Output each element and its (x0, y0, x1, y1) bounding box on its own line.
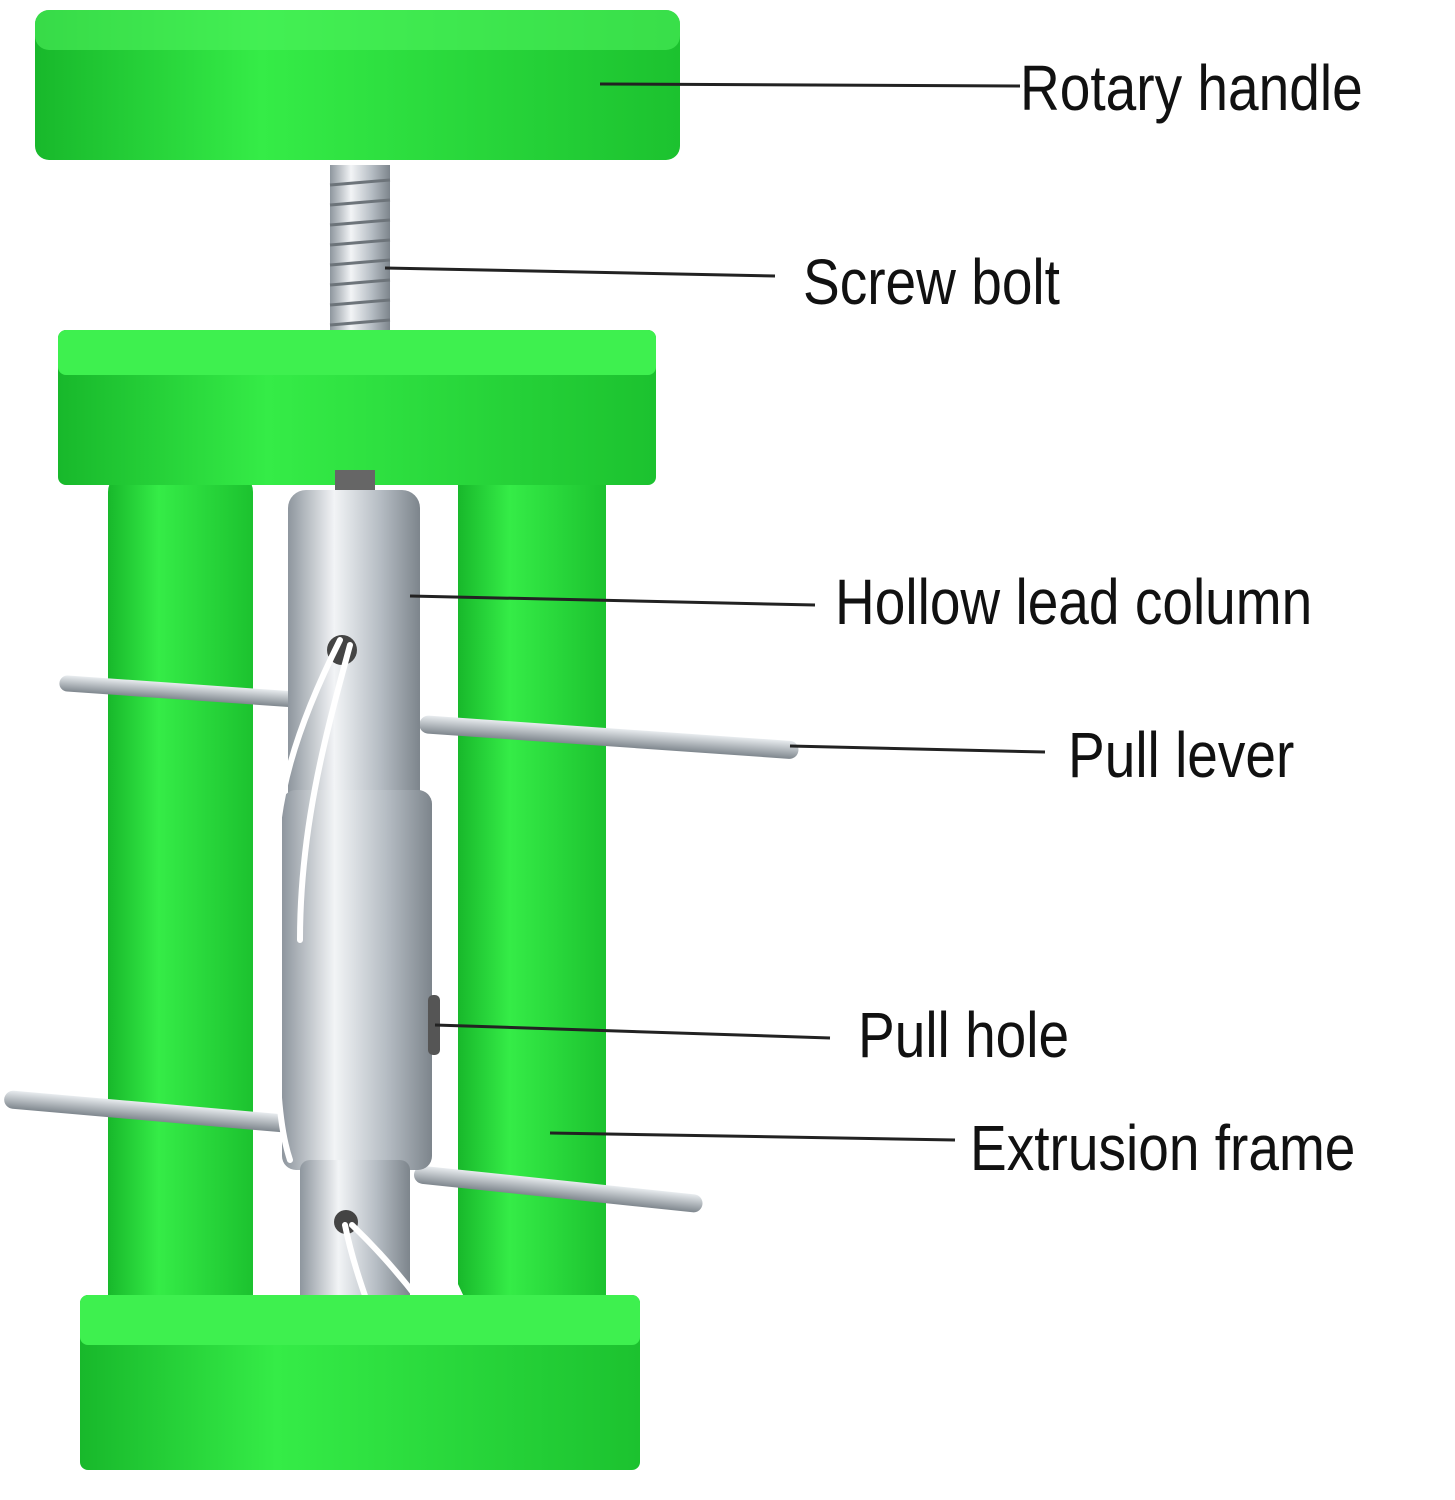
rotary-handle (35, 10, 680, 160)
frame-left-column (108, 470, 253, 1360)
label-pull-hole: Pull hole (858, 999, 1070, 1071)
pull-levers (4, 675, 799, 1213)
label-screw-bolt: Screw bolt (803, 246, 1060, 318)
label-hollow-lead-column: Hollow lead column (835, 566, 1313, 638)
label-rotary-handle: Rotary handle (1020, 52, 1363, 124)
frame-right-column (458, 462, 606, 1360)
frame-top-bar (58, 330, 656, 485)
label-pull-lever: Pull lever (1068, 719, 1295, 791)
leader-lines (384, 82, 1046, 1142)
label-extrusion-frame: Extrusion frame (970, 1112, 1356, 1184)
frame-base (80, 1295, 640, 1470)
hollow-lead-column (282, 470, 440, 1340)
